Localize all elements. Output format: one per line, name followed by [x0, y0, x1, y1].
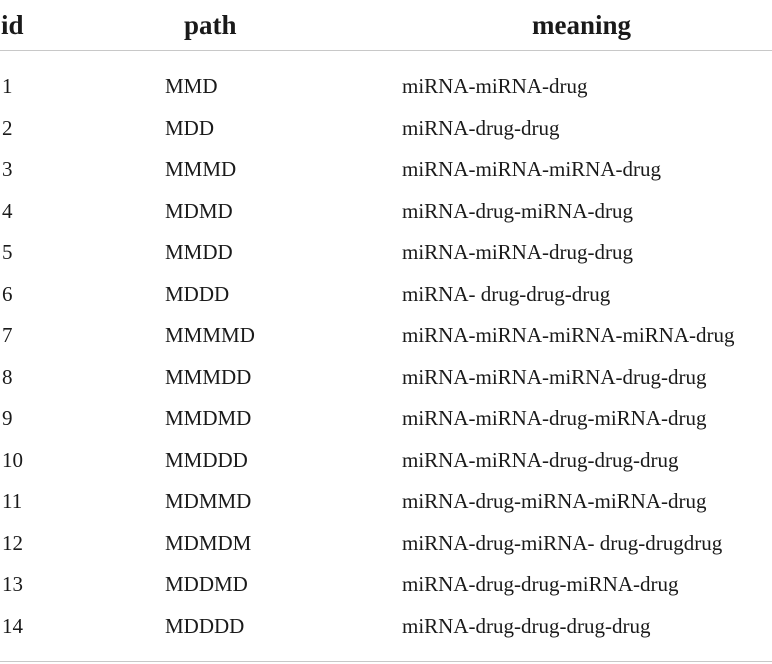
cell-meaning: miRNA-drug-miRNA-miRNA-drug	[402, 489, 707, 514]
cell-id: 6	[2, 281, 13, 306]
table-row: 9 MMDMD miRNA-miRNA-drug-miRNA-drug	[0, 398, 772, 440]
cell-path: MDD	[165, 115, 215, 140]
cell-path: MMDDD	[165, 447, 248, 472]
cell-path: MDMD	[165, 198, 233, 223]
table-row: 3 MMMD miRNA-miRNA-miRNA-drug	[0, 149, 772, 191]
cell-id: 1	[2, 74, 13, 99]
cell-meaning: miRNA-miRNA-drug-drug	[402, 240, 633, 265]
cell-path: MDMDM	[165, 530, 252, 555]
table-row: 8 MMMDD miRNA-miRNA-miRNA-drug-drug	[0, 357, 772, 399]
table-row: 5 MMDD miRNA-miRNA-drug-drug	[0, 232, 772, 274]
header-meaning: meaning	[401, 0, 772, 51]
cell-meaning: miRNA-miRNA-drug-drug-drug	[402, 447, 679, 472]
cell-id: 5	[2, 240, 13, 265]
cell-path: MMDD	[165, 240, 233, 265]
cell-id: 11	[2, 489, 23, 514]
cell-id: 4	[2, 198, 13, 223]
cell-meaning: miRNA-miRNA-miRNA-drug	[402, 157, 661, 182]
table-row: 4 MDMD miRNA-drug-miRNA-drug	[0, 191, 772, 233]
cell-path: MMDMD	[165, 406, 252, 431]
cell-path: MMD	[165, 74, 218, 99]
cell-id: 2	[2, 115, 13, 140]
cell-id: 9	[2, 406, 13, 431]
cell-id: 12	[2, 530, 23, 555]
cell-meaning: miRNA-miRNA-miRNA-drug-drug	[402, 364, 707, 389]
cell-path: MDDDD	[165, 613, 245, 638]
table-row: 10 MMDDD miRNA-miRNA-drug-drug-drug	[0, 440, 772, 482]
cell-meaning: miRNA-miRNA-drug	[402, 74, 588, 99]
cell-id: 13	[2, 572, 23, 597]
cell-path: MDDMD	[165, 572, 248, 597]
cell-meaning: miRNA-drug-drug-miRNA-drug	[402, 572, 679, 597]
table-header: id path meaning	[0, 0, 772, 51]
header-id: id	[0, 0, 164, 51]
cell-path: MMMD	[165, 157, 237, 182]
table-row: 12 MDMDM miRNA-drug-miRNA- drug-drugdrug	[0, 523, 772, 565]
cell-path: MDDD	[165, 281, 230, 306]
table-row: 11 MDMMD miRNA-drug-miRNA-miRNA-drug	[0, 481, 772, 523]
cell-meaning: miRNA-drug-miRNA- drug-drugdrug	[402, 530, 723, 555]
cell-path: MMMDD	[165, 364, 252, 389]
cell-meaning: miRNA- drug-drug-drug	[402, 281, 611, 306]
cell-meaning: miRNA-drug-drug	[402, 115, 560, 140]
cell-path: MDMMD	[165, 489, 252, 514]
cell-meaning: miRNA-drug-drug-drug-drug	[402, 613, 651, 638]
table-row: 2 MDD miRNA-drug-drug	[0, 108, 772, 150]
table-row: 1 MMD miRNA-miRNA-drug	[0, 66, 772, 108]
cell-id: 14	[2, 613, 23, 638]
table-row: 13 MDDMD miRNA-drug-drug-miRNA-drug	[0, 564, 772, 606]
table-row: 7 MMMMD miRNA-miRNA-miRNA-miRNA-drug	[0, 315, 772, 357]
cell-id: 7	[2, 323, 13, 348]
header-row: id path meaning	[0, 0, 772, 51]
header-path: path	[164, 0, 401, 51]
cell-id: 8	[2, 364, 13, 389]
table-body: 1 MMD miRNA-miRNA-drug 2 MDD miRNA-drug-drug 3…	[0, 51, 772, 648]
cell-id: 3	[2, 157, 13, 182]
cell-id: 10	[2, 447, 23, 472]
cell-path: MMMMD	[165, 323, 255, 348]
spacer-row	[0, 51, 772, 67]
cell-meaning: miRNA-miRNA-miRNA-miRNA-drug	[402, 323, 735, 348]
cell-meaning: miRNA-drug-miRNA-drug	[402, 198, 633, 223]
table-row: 6 MDDD miRNA- drug-drug-drug	[0, 274, 772, 316]
cell-meaning: miRNA-miRNA-drug-miRNA-drug	[402, 406, 707, 431]
bottom-rule	[0, 661, 772, 662]
table-row: 14 MDDDD miRNA-drug-drug-drug-drug	[0, 606, 772, 648]
